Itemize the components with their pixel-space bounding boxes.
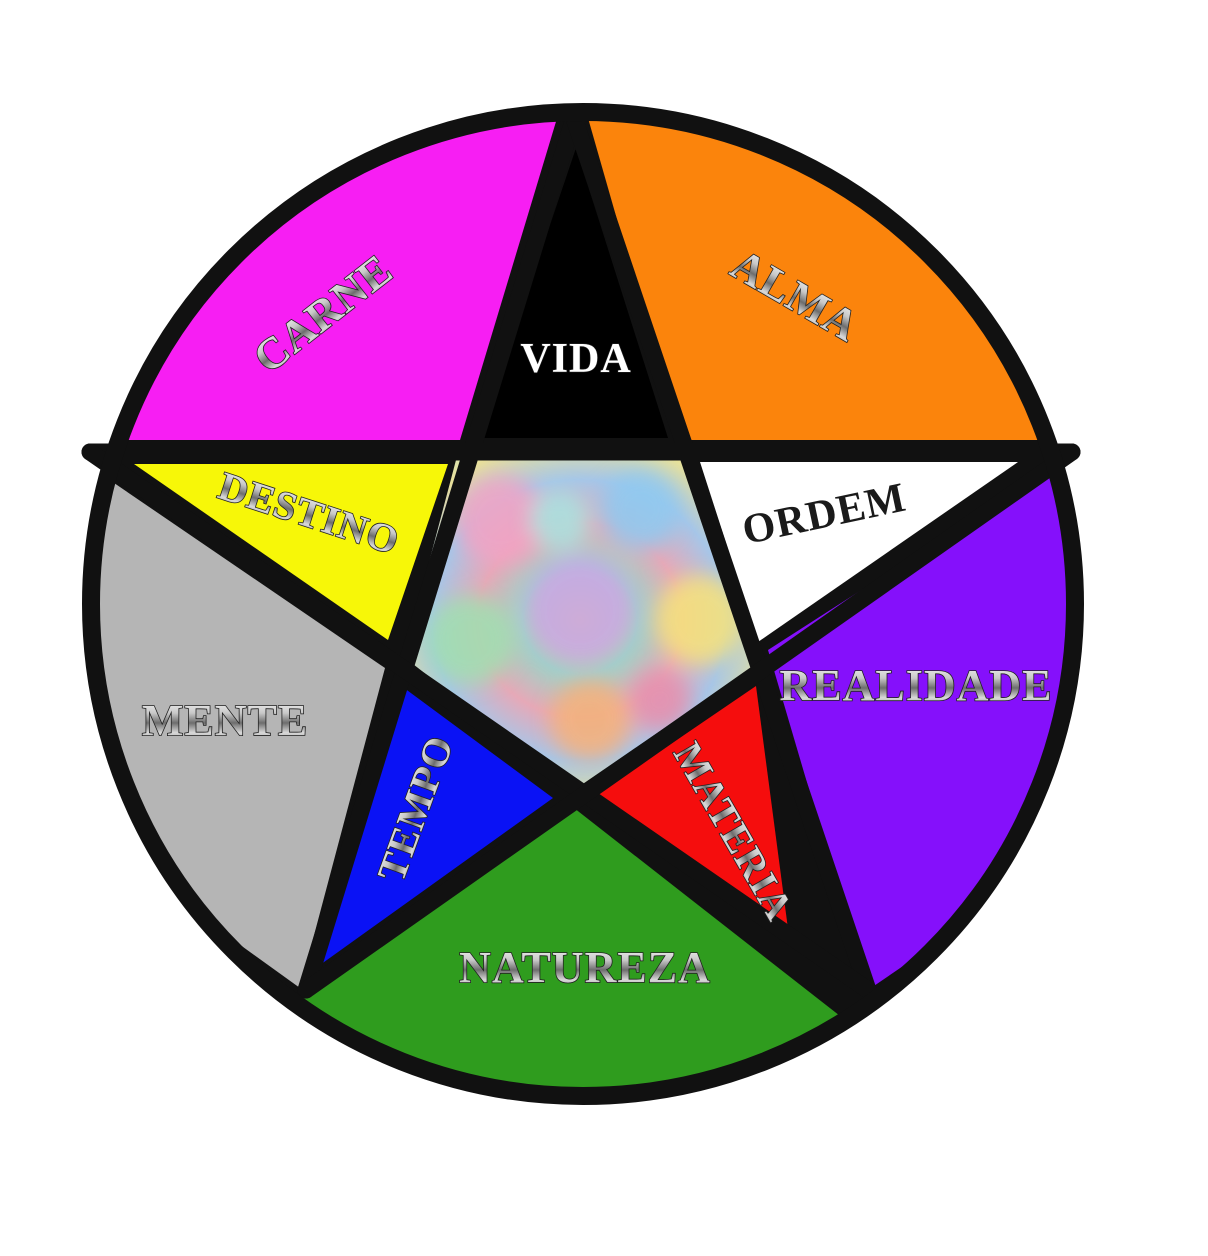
star-point-vida	[478, 148, 668, 438]
star-point-materia	[596, 686, 790, 944]
label-natureza: NATUREZA	[459, 943, 711, 992]
label-realidade: REALIDADE	[779, 661, 1052, 710]
star-point-destino	[134, 464, 448, 640]
star-lines	[81, 109, 1081, 999]
label-mente: MENTE	[142, 696, 308, 745]
star-point-tempo	[306, 682, 553, 975]
label-vida: VIDA	[520, 336, 631, 382]
ring-edge	[82, 103, 1084, 1105]
star-point-ordem	[700, 462, 1018, 642]
region-alma	[588, 112, 1075, 440]
region-natureza	[302, 808, 858, 1096]
region-carne	[91, 112, 558, 440]
